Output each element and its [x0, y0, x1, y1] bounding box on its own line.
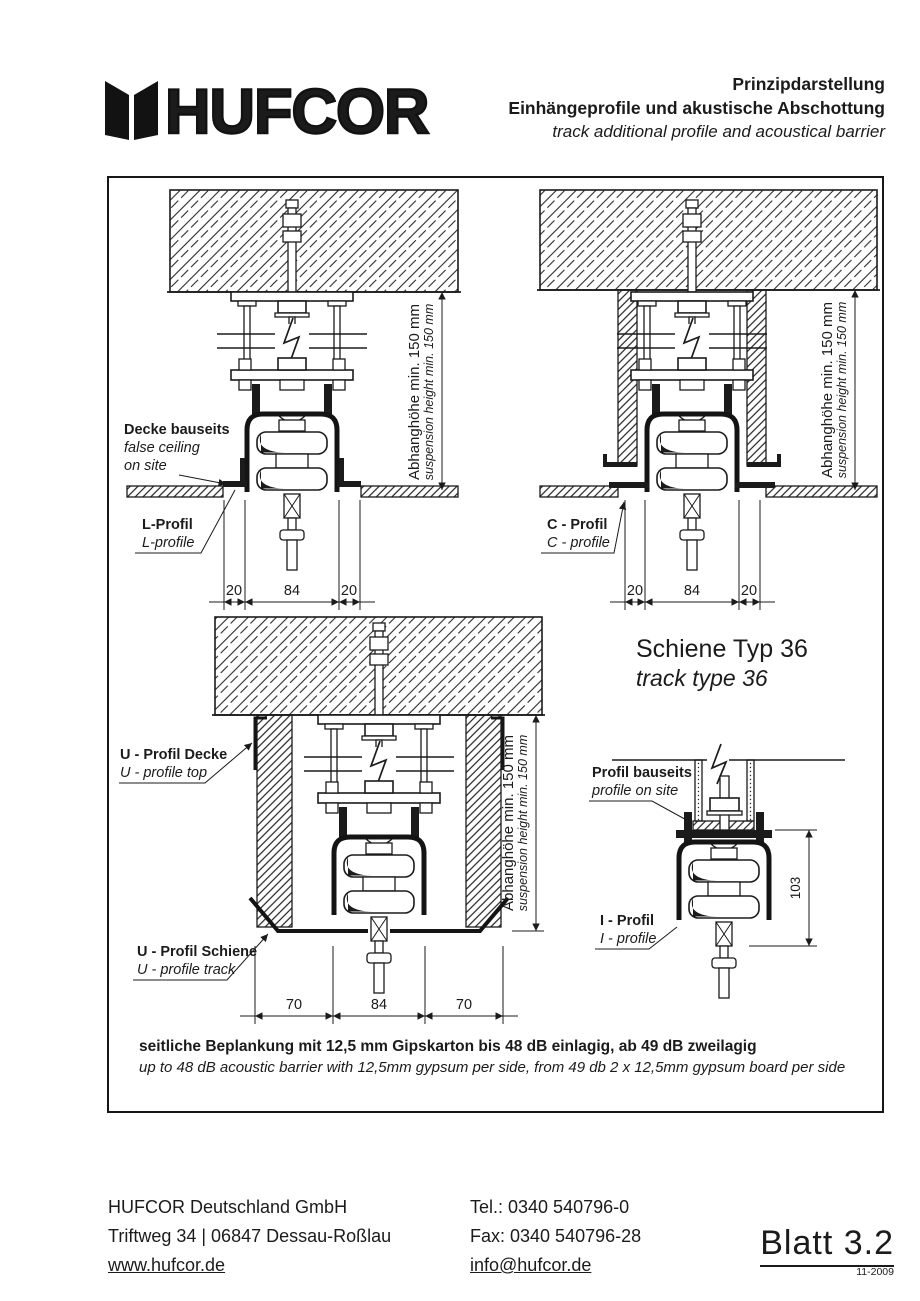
dimension-103: 103	[749, 829, 817, 947]
dim-label: 70	[456, 997, 472, 1013]
label-decke-bauseits: Decke bauseits	[124, 422, 230, 438]
hufcor-logo-mark-icon	[105, 81, 158, 140]
false-ceiling-hatch	[126, 485, 224, 498]
concrete-slab-hatch	[539, 189, 878, 291]
dim-label: 20	[627, 583, 643, 599]
footer-fax: Fax: 0340 540796-28	[470, 1226, 642, 1246]
label-u-profile-track: U - profile track	[137, 962, 236, 978]
dim-label: 20	[341, 583, 357, 599]
gypsum-wall-hatch	[256, 714, 293, 928]
footer-address: Triftweg 34 | 06847 Dessau-Roßlau	[108, 1226, 392, 1246]
label-u-profile-top: U - profile top	[120, 765, 207, 781]
label-u-profil-schiene: U - Profil Schiene	[137, 944, 257, 960]
dimension-suspension-height: Abhanghöhe min. 150 mm suspension height…	[819, 290, 859, 490]
label-l-profile: L-profile	[142, 535, 194, 551]
suspension-height-label-de: Abhanghöhe min. 150 mm	[406, 304, 423, 480]
footer-company: HUFCOR Deutschland GmbH	[108, 1197, 348, 1217]
suspension-height-label-de: Abhanghöhe min. 150 mm	[500, 735, 517, 911]
dimension-suspension-height: Abhanghöhe min. 150 mm suspension height…	[406, 292, 446, 490]
footer-email-link[interactable]: info@hufcor.de	[470, 1255, 592, 1275]
label-c-profile: C - profile	[547, 535, 610, 551]
technical-drawing: 20 84 20 Abhanghöhe min. 150 mm suspensi…	[119, 189, 880, 1024]
suspension-height-label-en: suspension height min. 150 mm	[422, 304, 436, 480]
suspension-height-label-de: Abhanghöhe min. 150 mm	[819, 302, 836, 478]
note-line-en: up to 48 dB acoustic barrier with 12,5mm…	[139, 1059, 846, 1076]
title-line-1: Prinzipdarstellung	[732, 74, 885, 94]
diagram-u-profile: 70 84 70 Abhanghöhe min. 150 mm suspensi…	[119, 616, 545, 1024]
label-i-profile: I - profile	[600, 931, 656, 947]
label-false-ceiling: false ceiling	[124, 440, 200, 456]
label-c-profil: C - Profil	[547, 517, 607, 533]
concrete-slab-hatch	[169, 189, 459, 293]
note-line-de: seitliche Beplankung mit 12,5 mm Gipskar…	[139, 1038, 757, 1055]
hufcor-logo: HUFCOR	[105, 76, 431, 144]
footer-contact-block: Tel.: 0340 540796-0 Fax: 0340 540796-28 …	[470, 1193, 641, 1280]
acoustic-note: seitliche Beplankung mit 12,5 mm Gipskar…	[139, 1036, 869, 1078]
diagram-c-profile: 20 84 20 Abhanghöhe min. 150 mm suspensi…	[537, 189, 880, 610]
c-profile-lip	[609, 482, 649, 488]
dim-label: 84	[684, 583, 700, 599]
dimension-70-84-70: 70 84 70	[240, 946, 518, 1024]
dim-label: 20	[741, 583, 757, 599]
dim-label: 70	[286, 997, 302, 1013]
suspension-height-label-en: suspension height min. 150 mm	[516, 735, 530, 911]
label-u-profil-decke: U - Profil Decke	[120, 747, 227, 763]
false-ceiling-hatch	[539, 485, 619, 498]
drawing-frame: 20 84 20 Abhanghöhe min. 150 mm suspensi…	[107, 176, 884, 1113]
logo-text: HUFCOR	[165, 77, 429, 144]
label-i-profil: I - Profil	[600, 913, 654, 929]
sheet-number: Blatt 3.2	[760, 1224, 894, 1267]
title-line-3: track additional profile and acoustical …	[552, 122, 885, 141]
dimension-20-84-20: 20 84 20	[610, 500, 775, 610]
label-on-site: on site	[124, 458, 167, 474]
track-type-title-en: track type 36	[636, 665, 768, 691]
diagram-l-profile: 20 84 20 Abhanghöhe min. 150 mm suspensi…	[124, 189, 461, 610]
footer-tel: Tel.: 0340 540796-0	[470, 1197, 630, 1217]
title-line-2: Einhängeprofile und akustische Abschottu…	[508, 98, 885, 118]
label-l-profil: L-Profil	[142, 517, 193, 533]
dim-label: 84	[371, 997, 387, 1013]
dim-label: 20	[226, 583, 242, 599]
sheet-number-block: Blatt 3.2 11-2009	[760, 1224, 894, 1278]
site-profile-wall	[694, 759, 703, 822]
sheet-title-block: Prinzipdarstellung Einhängeprofile und a…	[508, 72, 885, 144]
i-profile-top-plate	[676, 830, 772, 838]
sheet-date: 11-2009	[856, 1266, 894, 1278]
track-type-title-de: Schiene Typ 36	[636, 635, 808, 663]
dimension-20-84-20: 20 84 20	[209, 500, 375, 610]
dim-label-103: 103	[788, 877, 803, 900]
footer-website-link[interactable]: www.hufcor.de	[108, 1255, 226, 1275]
l-profile-flange	[223, 481, 247, 487]
footer-company-block: HUFCOR Deutschland GmbH Triftweg 34 | 06…	[108, 1193, 391, 1280]
diagram-track-type-36: Schiene Typ 36 track type 36 103	[589, 635, 845, 998]
dim-label: 84	[284, 583, 300, 599]
suspension-height-label-en: suspension height min. 150 mm	[835, 302, 849, 478]
label-profil-bauseits: Profil bauseits	[592, 765, 692, 781]
label-profile-on-site: profile on site	[591, 783, 678, 799]
u-profile-track-tray	[248, 896, 510, 933]
dimension-suspension-height: Abhanghöhe min. 150 mm suspension height…	[500, 715, 544, 932]
